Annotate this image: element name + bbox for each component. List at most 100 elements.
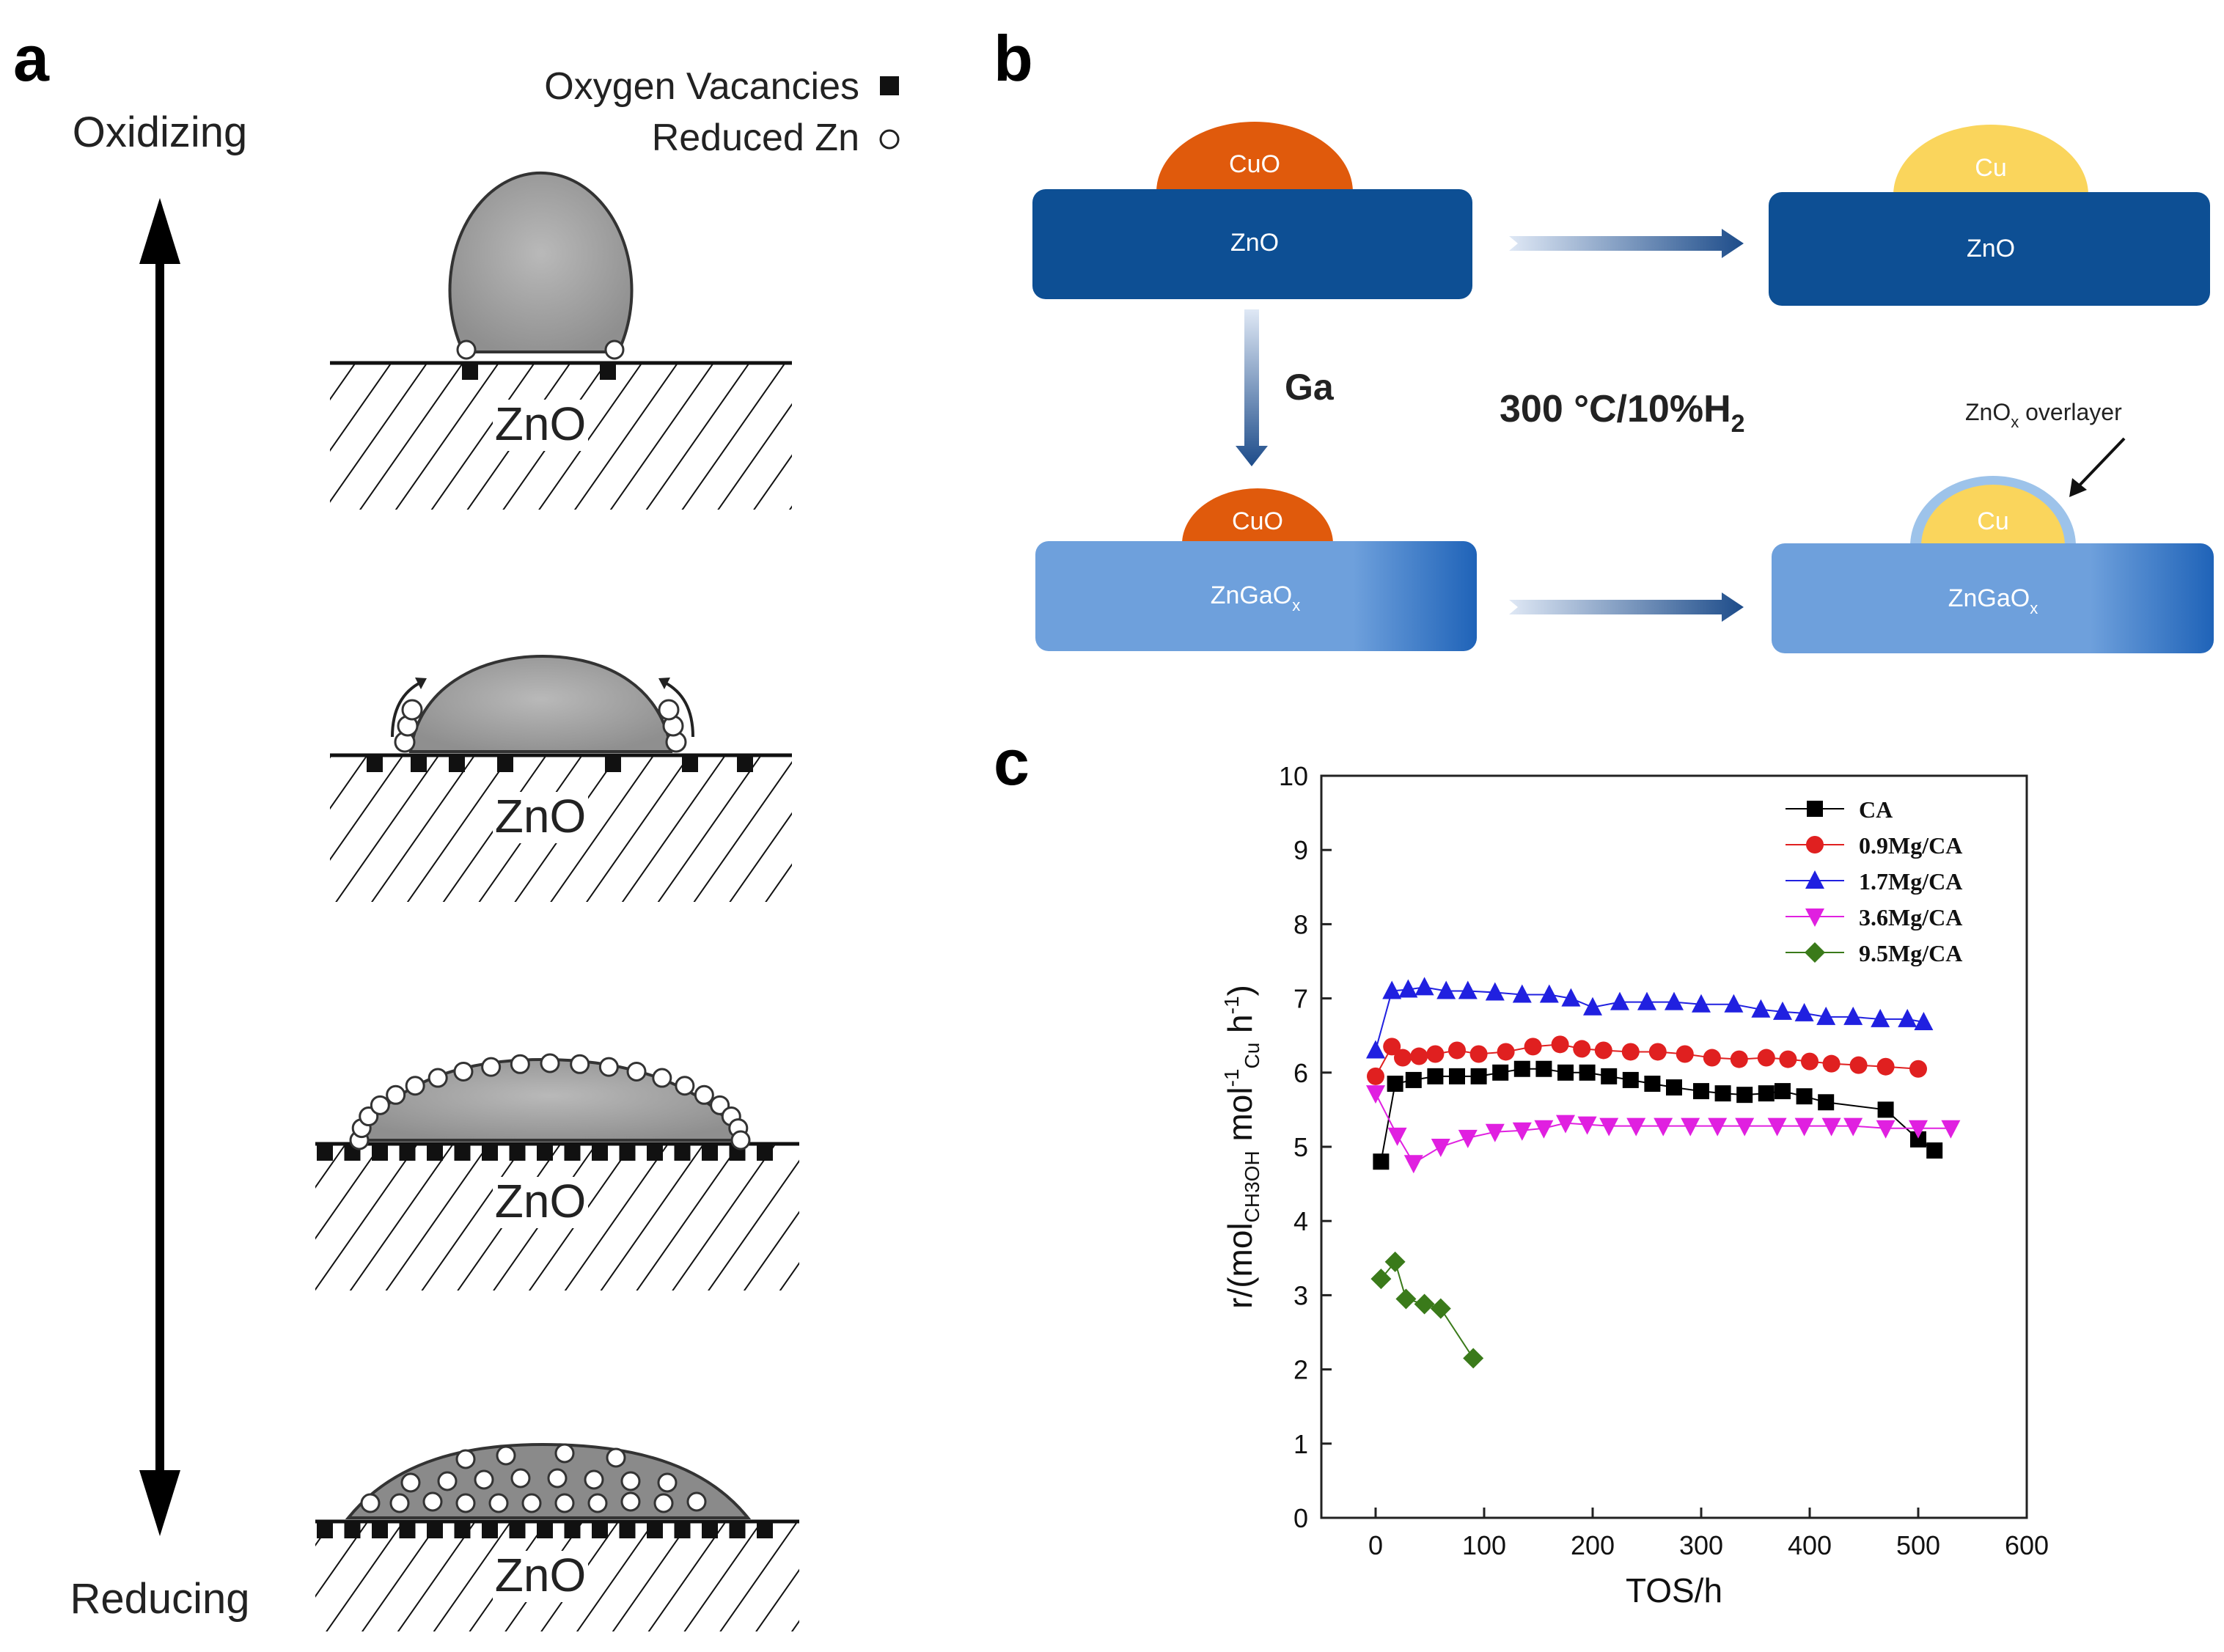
data-point-square — [1557, 1064, 1574, 1081]
oxygen-vacancy-marker — [454, 1522, 471, 1538]
label-backdrop — [493, 400, 588, 451]
reduced-zn-marker — [554, 1493, 575, 1513]
oxygen-vacancy-marker — [564, 1145, 581, 1161]
data-point-triangle-up — [1805, 870, 1824, 889]
oxygen-vacancy-marker — [757, 1522, 773, 1538]
data-point-circle — [1703, 1049, 1721, 1067]
data-point-triangle-down — [1909, 1120, 1928, 1139]
data-point-square — [1796, 1088, 1813, 1105]
arrow-head-icon — [415, 678, 427, 689]
reduced-zn-marker — [686, 1491, 707, 1512]
zngaox-support-block — [1772, 543, 2214, 653]
stage-4-markers — [317, 1443, 773, 1538]
data-point-triangle-down — [1403, 1155, 1423, 1174]
morphology-stage-2: ZnO — [330, 654, 792, 902]
data-point-triangle-up — [1637, 991, 1656, 1010]
reduced-zn-marker — [437, 1471, 458, 1491]
oxygen-vacancy-marker — [647, 1522, 663, 1538]
oxygen-vacancy-marker — [344, 1522, 361, 1538]
y-tick-label: 6 — [1293, 1058, 1308, 1088]
x-axis-label: TOS/h — [1626, 1571, 1722, 1609]
reduced-zn-marker — [584, 1469, 604, 1490]
cu-label: Cu — [1977, 507, 2008, 535]
oxygen-vacancy-marker — [702, 1522, 718, 1538]
x-tick-label: 300 — [1679, 1530, 1723, 1560]
legend-label: 1.7Mg/CA — [1859, 868, 1962, 895]
oxygen-vacancy-marker — [729, 1522, 746, 1538]
data-point-square — [1492, 1064, 1509, 1081]
overlayer-pointer-line — [2074, 437, 2126, 491]
data-point-triangle-up — [1398, 979, 1418, 998]
data-point-circle — [1448, 1041, 1466, 1060]
legend-label: 3.6Mg/CA — [1859, 904, 1962, 930]
reduced-zn-marker — [422, 1491, 443, 1512]
data-point-diamond — [1430, 1298, 1451, 1319]
data-point-triangle-up — [1382, 980, 1402, 999]
data-point-circle — [1383, 1038, 1401, 1056]
data-point-square — [1714, 1085, 1731, 1102]
panel-a: a Oxygen Vacancies Reduced Zn Oxidizing … — [13, 22, 900, 1631]
reduced-zn-marker — [456, 339, 477, 360]
open-circle-icon — [879, 129, 900, 150]
reduced-zn-marker — [386, 1084, 406, 1105]
series-0.9Mg/CA — [1367, 1035, 1927, 1085]
reduced-zn-marker — [653, 1493, 674, 1513]
legend-entry: 1.7Mg/CA — [1786, 868, 1962, 895]
oxygen-vacancy-marker — [605, 756, 621, 772]
reduced-zn-marker — [510, 1468, 531, 1488]
data-point-circle — [1757, 1049, 1775, 1067]
zno-label: ZnO — [495, 397, 586, 450]
zno-support-block — [1032, 189, 1472, 299]
data-point-triangle-down — [1626, 1117, 1646, 1137]
data-point-triangle-down — [1794, 1117, 1814, 1137]
reduced-zn-marker — [455, 1493, 476, 1513]
data-point-square — [1427, 1068, 1444, 1084]
oxygen-vacancy-marker — [411, 756, 427, 772]
reduced-zn-marker — [554, 1443, 575, 1464]
oxygen-vacancy-marker — [619, 1522, 636, 1538]
cu-particle — [1921, 485, 2065, 546]
data-point-triangle-down — [1654, 1117, 1673, 1137]
legend-entry: 0.9Mg/CA — [1786, 832, 1962, 859]
cuo-particle — [1156, 122, 1353, 192]
stage-3-markers — [317, 1053, 773, 1161]
zno-label: ZnO — [495, 1175, 586, 1227]
data-point-diamond — [1395, 1288, 1417, 1310]
arrow-down-icon — [1236, 309, 1268, 466]
data-point-square — [1758, 1085, 1775, 1102]
y-tick-label: 7 — [1293, 984, 1308, 1014]
oxygen-vacancy-marker — [757, 1145, 773, 1161]
data-point-triangle-down — [1805, 908, 1824, 927]
morphology-stage-3: ZnO — [315, 1053, 799, 1291]
data-point-triangle-down — [1876, 1120, 1895, 1139]
data-point-triangle-down — [1577, 1116, 1597, 1135]
reduced-zn-marker — [652, 1068, 672, 1088]
data-point-triangle-down — [1708, 1117, 1728, 1137]
data-point-triangle-up — [1751, 999, 1771, 1018]
data-point-triangle-down — [1387, 1127, 1407, 1146]
arrow-head-icon — [2069, 478, 2087, 497]
reduced-zn-marker — [620, 1491, 641, 1512]
data-point-circle — [1822, 1054, 1841, 1073]
data-point-square — [1877, 1101, 1894, 1118]
reduced-zn-marker — [405, 1076, 425, 1096]
data-point-triangle-down — [1485, 1123, 1505, 1142]
oxygen-vacancy-marker — [399, 1522, 416, 1538]
legend-label: 0.9Mg/CA — [1859, 832, 1962, 859]
data-point-square — [1387, 1075, 1403, 1092]
legend-label: CA — [1859, 796, 1893, 823]
reduced-zn-marker — [389, 1493, 410, 1513]
arrow-right-icon — [1509, 592, 1744, 622]
overlayer-label: ZnOx overlayer — [1965, 399, 2122, 431]
data-point-triangle-up — [1898, 1008, 1917, 1027]
data-point-triangle-up — [1366, 1040, 1385, 1059]
migration-arrow-right — [663, 680, 694, 738]
data-point-diamond — [1414, 1293, 1435, 1315]
reduced-zn-marker — [606, 1447, 626, 1468]
panel-b: b CuO ZnO Cu ZnO Ga 300 °C/10%H2 CuO ZnG… — [994, 22, 2214, 653]
series-9.5Mg/CA — [1370, 1251, 1484, 1369]
condition-label: 300 °C/10%H2 — [1500, 388, 1745, 438]
data-point-square — [1579, 1064, 1596, 1081]
